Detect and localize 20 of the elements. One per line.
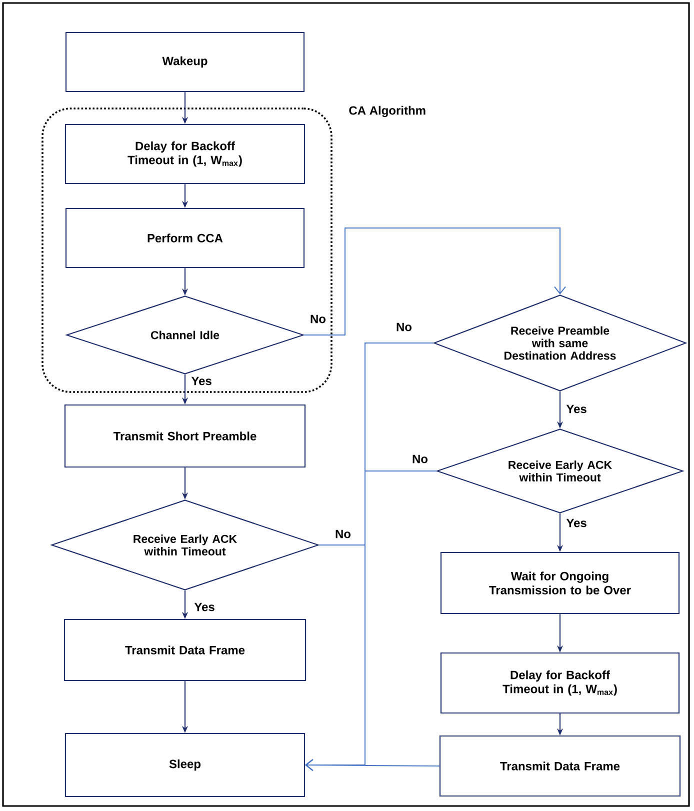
process-box: Perform CCA: [65, 208, 305, 268]
edge-label: No: [309, 314, 327, 324]
arrow: [304, 228, 566, 336]
process-box: Sleep: [64, 732, 306, 798]
edge-label: No: [411, 454, 429, 464]
process-box: Wakeup: [65, 32, 305, 92]
edge-label: Yes: [190, 376, 213, 386]
edge-label: Yes: [193, 602, 216, 612]
process-box: Delay for Backoff Timeout in (1, W$_{max}$): [440, 652, 680, 714]
edge-label: Yes: [565, 518, 588, 528]
arrow: [305, 759, 440, 772]
process-box: Transmit Data Frame: [64, 618, 306, 682]
process-box: Transmit Short Preamble: [64, 404, 306, 468]
edge-label: No: [334, 528, 352, 540]
group-title: CA Algorithm: [349, 106, 426, 118]
process-box: Delay for Backoff Timeout in (1, W$_{max}$): [64, 124, 306, 184]
process-box: Transmit Data Frame: [439, 735, 681, 797]
edge-label: No: [395, 322, 413, 332]
process-box: Wait for Ongoing Transmission to be Over: [440, 552, 680, 614]
edge-label: Yes: [565, 404, 588, 414]
